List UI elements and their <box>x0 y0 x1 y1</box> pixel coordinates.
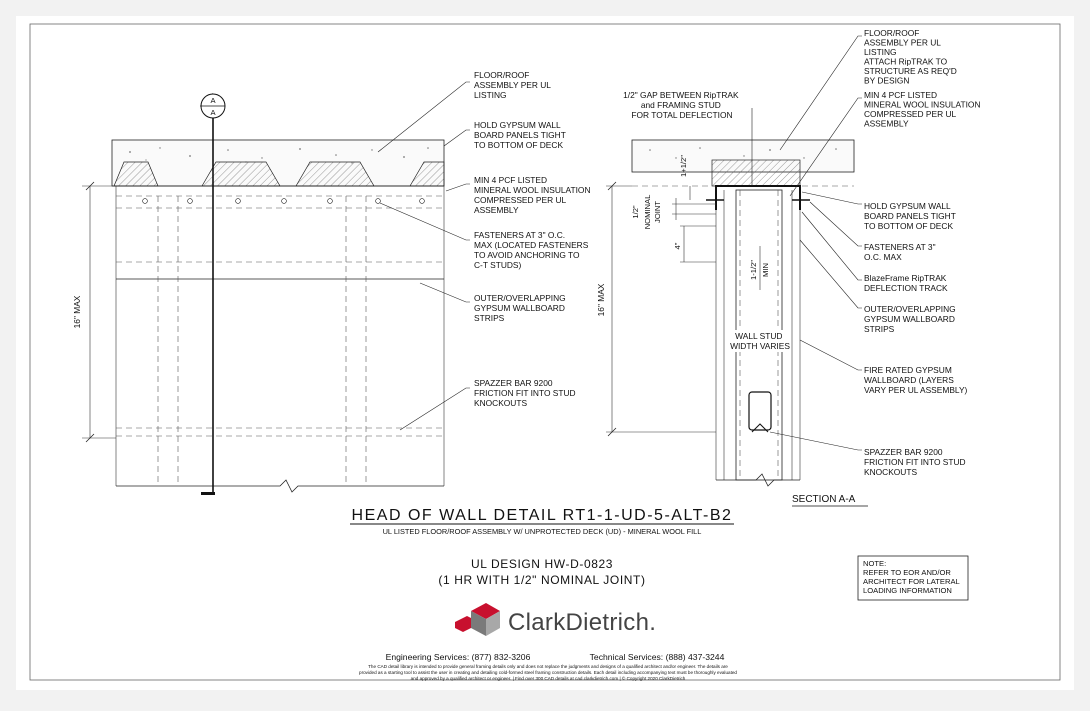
brand-name: ClarkDietrich. <box>508 609 656 636</box>
section-label: SECTION A-A <box>792 494 856 505</box>
engineering-services: Engineering Services: (877) 832-3206 <box>386 652 531 662</box>
svg-text:1-1/2": 1-1/2" <box>749 260 758 280</box>
footer: Engineering Services: (877) 832-3206 Tec… <box>359 652 737 681</box>
disclaimer-line: provided as a starting tool to assist th… <box>359 670 737 675</box>
section-callout-text: HOLD GYPSUM WALL BOARD PANELS TIGHT TO B… <box>864 201 958 231</box>
detail-title: HEAD OF WALL DETAIL RT1-1-UD-5-ALT-B2 <box>352 507 733 524</box>
left-elevation-view: A A 16" MAX <box>72 81 470 495</box>
section-callout-text: SPAZZER BAR 9200 FRICTION FIT INTO STUD … <box>864 447 968 477</box>
concrete-deck <box>111 139 445 187</box>
concrete-aggregate <box>129 147 429 164</box>
left-callout-text: FASTENERS AT 3" O.C. MAX (LOCATED FASTEN… <box>474 230 591 270</box>
note-text: NOTE: REFER TO EOR AND/OR ARCHITECT FOR … <box>863 559 962 595</box>
gap-dim-label: 1+1/2" <box>679 155 688 177</box>
left-callout-text: HOLD GYPSUM WALL BOARD PANELS TIGHT TO B… <box>474 120 568 150</box>
fasteners <box>142 198 425 204</box>
section-callout-text: FIRE RATED GYPSUM WALLBOARD (LAYERS VARY… <box>864 365 968 395</box>
section-callout-text: OUTER/OVERLAPPING GYPSUM WALLBOARD STRIP… <box>864 304 958 334</box>
svg-text:4": 4" <box>673 242 682 249</box>
gap-note: 1/2" GAP BETWEEN RipTRAK and FRAMING STU… <box>623 90 741 120</box>
left-dim-label: 16" MAX <box>72 295 82 328</box>
title-block: HEAD OF WALL DETAIL RT1-1-UD-5-ALT-B2 UL… <box>350 507 734 587</box>
brand-cube-icon <box>455 603 500 636</box>
spazzer-bar-section <box>748 391 772 431</box>
stud-note: WALL STUD WIDTH VARIES <box>730 331 790 351</box>
svg-text:1/2": 1/2" <box>631 205 640 219</box>
joint-dimension: 1/2" NOMINAL JOINT 1+1/2" <box>631 155 716 230</box>
section-view: 16" MAX 1/2" NOMINAL JOINT 1+1/2" 4" <box>596 35 862 487</box>
break-line <box>116 479 444 493</box>
note-box: NOTE: REFER TO EOR AND/OR ARCHITECT FOR … <box>857 555 969 601</box>
deck-flute <box>295 161 375 187</box>
section-marker-top: A <box>210 96 216 105</box>
left-callout-text: OUTER/OVERLAPPING GYPSUM WALLBOARD STRIP… <box>474 293 568 323</box>
technical-services: Technical Services: (888) 437-3244 <box>590 652 725 662</box>
section-height-dimension: 16" MAX <box>596 181 716 437</box>
section-marker: A A <box>200 93 226 119</box>
svg-text:JOINT: JOINT <box>653 201 662 223</box>
min-dimension: 1-1/2" MIN <box>749 246 770 290</box>
left-leaders <box>377 81 470 431</box>
disclaimer-line: The CAD detail library is intended to pr… <box>368 664 728 669</box>
section-callout-text: BlazeFrame RipTRAK DEFLECTION TRACK <box>864 273 949 293</box>
fire-rating: (1 HR WITH 1/2" NOMINAL JOINT) <box>438 573 645 587</box>
section-marker-bottom: A <box>210 108 216 117</box>
detail-subtitle: UL LISTED FLOOR/ROOF ASSEMBLY W/ UNPROTE… <box>383 527 702 536</box>
left-callout-text: FLOOR/ROOF ASSEMBLY PER UL LISTING <box>474 70 553 100</box>
ul-design: UL DESIGN HW-D-0823 <box>471 557 613 571</box>
section-callout-text: FASTENERS AT 3" O.C. MAX <box>864 242 938 262</box>
section-callout-text: FLOOR/ROOF ASSEMBLY PER UL LISTING ATTAC… <box>864 28 959 86</box>
four-inch-dimension: 4" <box>673 225 716 263</box>
left-callout-text: MIN 4 PCF LISTED MINERAL WOOL INSULATION… <box>474 175 593 215</box>
left-callouts: FLOOR/ROOF ASSEMBLY PER UL LISTING HOLD … <box>474 70 593 408</box>
section-callout-text: MIN 4 PCF LISTED MINERAL WOOL INSULATION… <box>864 90 983 129</box>
svg-text:MIN: MIN <box>761 263 770 277</box>
section-callouts: FLOOR/ROOF ASSEMBLY PER UL LISTING ATTAC… <box>864 28 983 477</box>
left-height-dimension: 16" MAX <box>72 181 116 443</box>
left-callout-text: SPAZZER BAR 9200 FRICTION FIT INTO STUD … <box>474 378 578 408</box>
svg-text:NOMINAL: NOMINAL <box>643 195 652 230</box>
disclaimer-line: and approved by a qualified architect or… <box>411 675 686 681</box>
brand-logo: ClarkDietrich. <box>455 603 656 636</box>
drawing-border <box>29 23 1061 681</box>
riptrak-track <box>715 185 801 210</box>
section-deck-flute <box>711 159 801 187</box>
section-leaders <box>769 35 862 451</box>
section-dim-label: 16" MAX <box>596 283 606 316</box>
